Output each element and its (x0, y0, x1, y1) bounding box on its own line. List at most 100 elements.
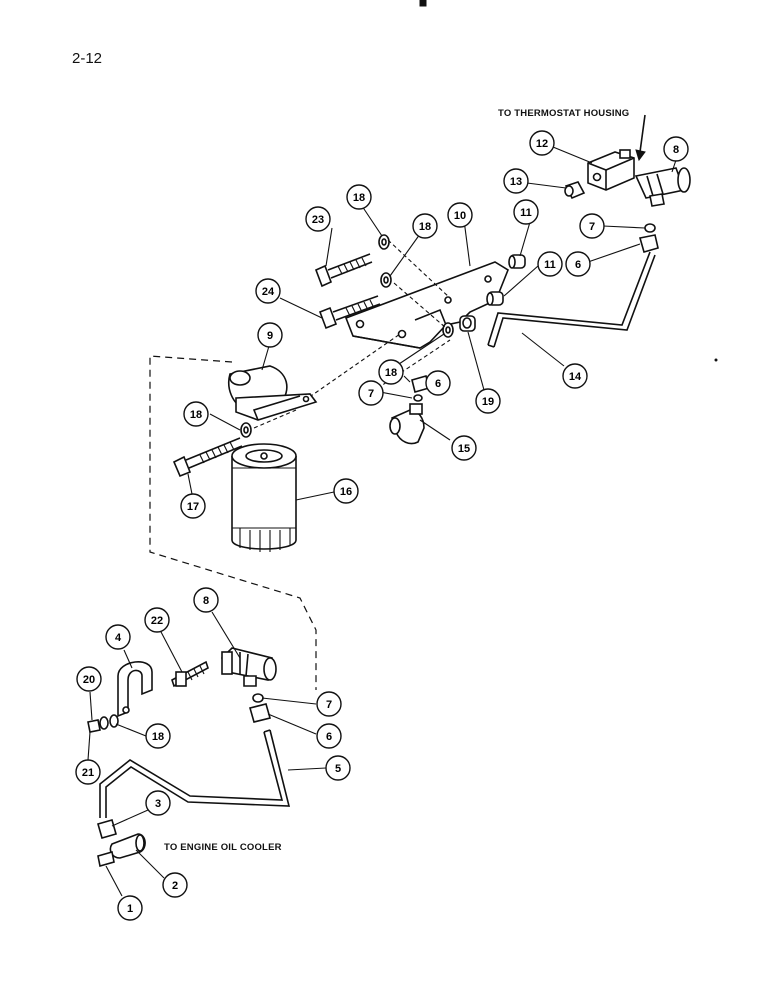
callout-18-top: 18 (346, 184, 372, 210)
speck (714, 358, 718, 362)
plug-part (564, 181, 586, 200)
upper-nut-set (638, 223, 659, 253)
callout-16: 16 (333, 478, 359, 504)
stud-part (171, 660, 209, 688)
callout-7-mid: 7 (358, 380, 384, 406)
callout-12: 12 (529, 130, 555, 156)
spacer-19-part (459, 315, 476, 332)
svg-text:12: 12 (536, 138, 548, 150)
svg-text:10: 10 (454, 210, 466, 222)
svg-text:9: 9 (267, 330, 273, 342)
svg-text:18: 18 (353, 192, 365, 204)
svg-text:13: 13 (510, 176, 522, 188)
svg-text:6: 6 (326, 731, 332, 743)
callout-15: 15 (451, 435, 477, 461)
leader-lines (87, 146, 677, 897)
svg-text:24: 24 (262, 286, 275, 298)
svg-text:21: 21 (82, 767, 94, 779)
callout-11-upper: 11 (513, 199, 539, 225)
callout-10: 10 (447, 202, 473, 228)
svg-text:19: 19 (482, 396, 494, 408)
svg-text:8: 8 (673, 144, 679, 156)
callout-11-lower: 11 (537, 251, 563, 277)
to-thermostat-housing-note: TO THERMOSTAT HOUSING (498, 108, 630, 119)
alignment-lines (253, 239, 451, 429)
callout-6-mid: 6 (425, 370, 451, 396)
callout-7-lower: 7 (316, 691, 342, 717)
callout-18-head: 18 (183, 401, 209, 427)
svg-text:15: 15 (458, 443, 470, 455)
bolt-23-part (314, 253, 373, 288)
svg-text:16: 16 (340, 486, 352, 498)
callout-21: 21 (75, 759, 101, 785)
svg-text:11: 11 (544, 259, 556, 271)
svg-text:11: 11 (520, 207, 532, 219)
callout-4: 4 (105, 624, 131, 650)
to-engine-oil-cooler-note: TO ENGINE OIL COOLER (164, 842, 282, 853)
page-top-mark (419, 0, 427, 7)
lower-nut-set (249, 693, 271, 723)
svg-text:18: 18 (190, 409, 202, 421)
tee-fitting-lower-part (221, 647, 277, 687)
svg-text:18: 18 (385, 367, 397, 379)
spacer-parts (486, 254, 526, 306)
svg-text:3: 3 (155, 798, 161, 810)
svg-text:4: 4 (115, 632, 122, 644)
callout-9: 9 (257, 322, 283, 348)
callout-18-mid: 18 (412, 213, 438, 239)
elbow-fitting-part (389, 375, 430, 445)
oil-filter-part (231, 443, 297, 552)
svg-text:20: 20 (83, 674, 95, 686)
page-number: 2-12 (72, 50, 103, 67)
tube-clip-part (117, 661, 153, 718)
tee-fitting-upper-part (634, 167, 691, 207)
svg-text:14: 14 (569, 371, 582, 383)
upper-oil-tube-part (487, 251, 656, 348)
cooler-connector-parts (97, 819, 146, 868)
callout-18-lower: 18 (145, 723, 171, 749)
assembly-outline (149, 355, 317, 690)
callout-14: 14 (562, 363, 588, 389)
callout-6-upper: 6 (565, 251, 591, 277)
svg-text:6: 6 (435, 378, 441, 390)
callout-8-upper: 8 (663, 136, 689, 162)
callout-6-lower: 6 (316, 723, 342, 749)
callout-24: 24 (255, 278, 281, 304)
svg-text:7: 7 (368, 388, 374, 400)
svg-text:5: 5 (335, 763, 341, 775)
thermostat-arrow (635, 114, 646, 162)
bolt-24-part (318, 295, 381, 330)
tee-block-part (587, 149, 635, 191)
callout-19: 19 (475, 388, 501, 414)
svg-text:18: 18 (419, 221, 431, 233)
callout-2: 2 (162, 872, 188, 898)
callout-18-bracket: 18 (378, 359, 404, 385)
callout-5: 5 (325, 755, 351, 781)
callout-7-upper: 7 (579, 213, 605, 239)
lower-oil-tube-part (99, 729, 291, 818)
callout-1: 1 (117, 895, 143, 921)
callout-3: 3 (145, 790, 171, 816)
callout-20: 20 (76, 666, 102, 692)
svg-text:18: 18 (152, 731, 164, 743)
svg-text:8: 8 (203, 595, 209, 607)
washer-parts-upper (240, 234, 454, 438)
callout-23: 23 (305, 206, 331, 232)
callout-22: 22 (144, 607, 170, 633)
svg-text:23: 23 (312, 214, 324, 226)
callout-17: 17 (180, 493, 206, 519)
svg-text:6: 6 (575, 259, 581, 271)
svg-text:7: 7 (589, 221, 595, 233)
mounting-bracket-part (344, 261, 509, 349)
svg-text:7: 7 (326, 699, 332, 711)
small-hardware-set (87, 714, 119, 733)
callout-13: 13 (503, 168, 529, 194)
svg-text:22: 22 (151, 615, 163, 627)
bolt-17-part (172, 437, 243, 478)
callout-8-lower: 8 (193, 587, 219, 613)
svg-text:1: 1 (127, 903, 133, 915)
filter-head-part (228, 365, 318, 421)
svg-text:17: 17 (187, 501, 199, 513)
